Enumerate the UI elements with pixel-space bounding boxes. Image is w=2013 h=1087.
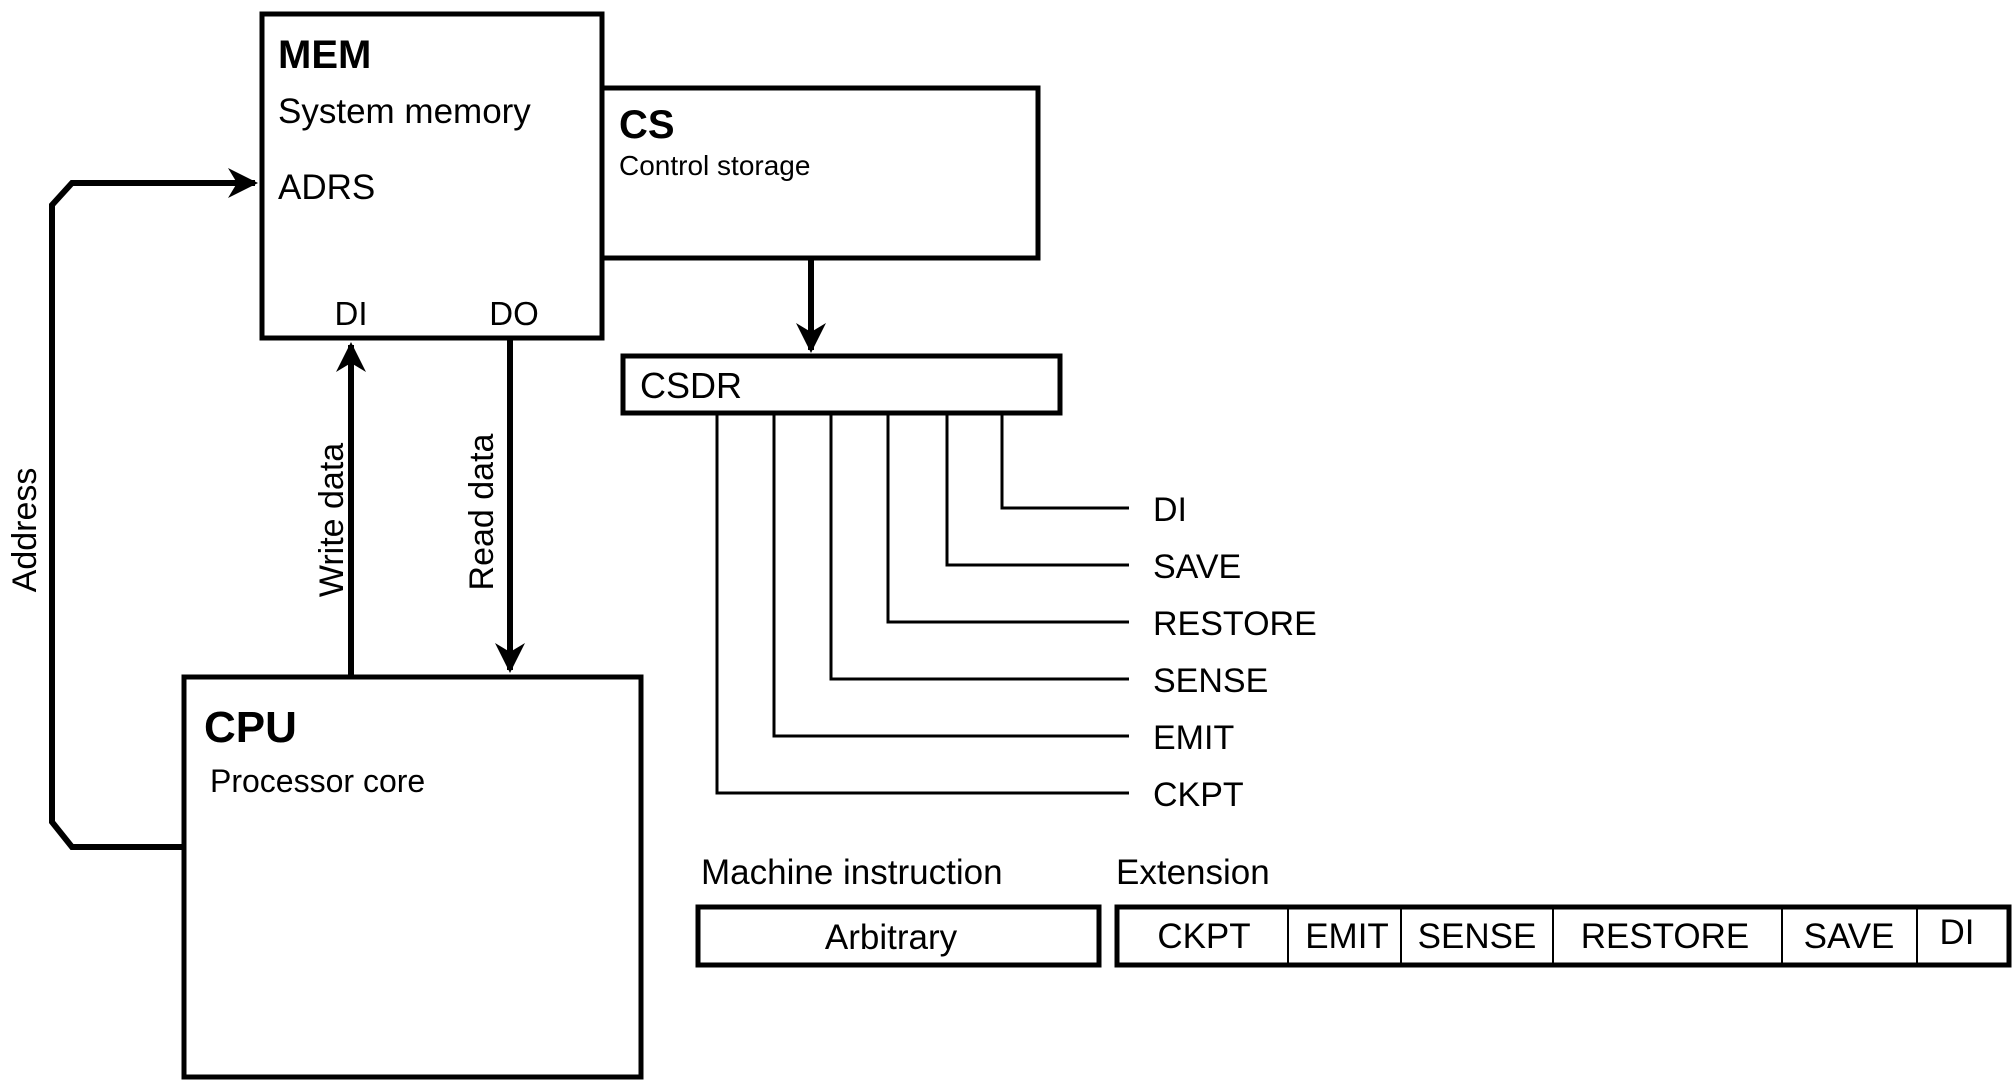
csdr-block: CSDR — [620, 353, 1063, 416]
extension-field: CKPT EMIT SENSE RESTORE SAVE DI — [1114, 904, 2012, 968]
extension-label: Extension — [1116, 853, 1270, 892]
machine-instruction-cell: Arbitrary — [825, 918, 958, 957]
extension-cell: CKPT — [1157, 917, 1250, 956]
csdr-line-restore — [886, 413, 1129, 624]
cs-block: CS Control storage — [599, 85, 1041, 261]
cs-subtitle: Control storage — [619, 150, 810, 181]
address-label: Address — [6, 468, 44, 593]
cs-title: CS — [619, 103, 675, 147]
mem-title: MEM — [278, 33, 371, 77]
csdr-field-label: EMIT — [1153, 719, 1234, 757]
extension-cell: SENSE — [1418, 917, 1537, 956]
read-data-label: Read data — [463, 433, 501, 590]
extension-cell: RESTORE — [1581, 917, 1750, 956]
csdr-field-label: SAVE — [1153, 548, 1241, 586]
extension-cell: SAVE — [1804, 917, 1895, 956]
csdr-field-lines — [715, 413, 1129, 795]
csdr-line-save — [945, 413, 1129, 567]
mem-port-di: DI — [335, 295, 368, 332]
csdr-field-label: CKPT — [1153, 776, 1244, 814]
mem-subtitle: System memory — [278, 92, 531, 131]
mem-port-do: DO — [489, 295, 539, 332]
address-wire — [49, 168, 258, 850]
extension-cell: EMIT — [1305, 917, 1389, 956]
csdr-field-label: SENSE — [1153, 662, 1268, 700]
csdr-field-labels: DI SAVE RESTORE SENSE EMIT CKPT — [1153, 491, 1317, 814]
cpu-block: CPU Processor core — [181, 674, 644, 1080]
machine-instruction-field: Arbitrary — [695, 904, 1102, 968]
cpu-subtitle: Processor core — [210, 763, 425, 799]
csdr-line-emit — [772, 413, 1129, 738]
machine-instruction-label: Machine instruction — [701, 853, 1003, 892]
csdr-field-label: RESTORE — [1153, 605, 1317, 643]
mem-block: MEM System memory ADRS DI DO — [259, 11, 605, 341]
csdr-title: CSDR — [640, 365, 742, 406]
extension-cell: DI — [1940, 913, 1975, 952]
csdr-line-di — [1000, 413, 1129, 510]
write-data-label: Write data — [313, 443, 351, 597]
csdr-field-label: DI — [1153, 491, 1187, 529]
csdr-line-sense — [829, 413, 1129, 681]
cpu-title: CPU — [204, 703, 297, 752]
mem-port-adrs: ADRS — [278, 168, 375, 207]
csdr-line-ckpt — [715, 413, 1129, 795]
